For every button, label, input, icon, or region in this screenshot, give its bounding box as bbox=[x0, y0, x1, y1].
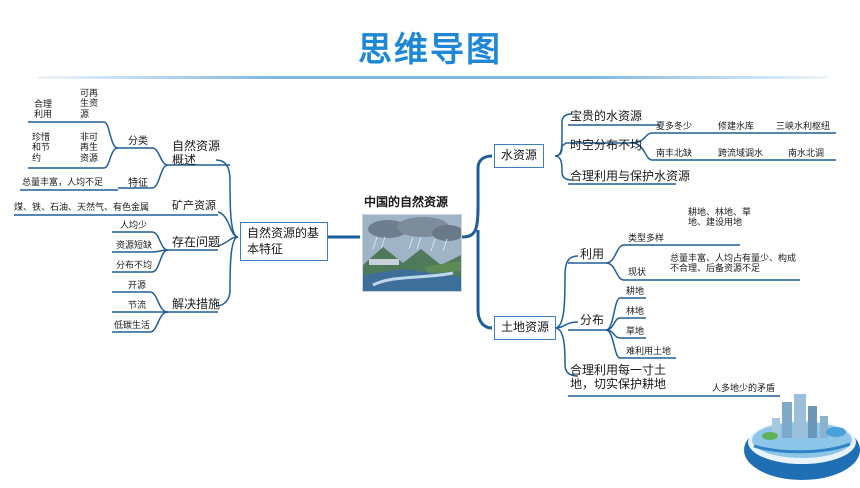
problems-label: 存在问题 bbox=[172, 235, 221, 249]
land-types-label: 类型多样 bbox=[628, 234, 665, 244]
reasonable-use-label: 合理利用 bbox=[34, 100, 53, 121]
solution-item: 节流 bbox=[128, 301, 147, 311]
water-row2-cause: 南丰北缺 bbox=[656, 149, 693, 159]
problem-item: 分布不均 bbox=[116, 261, 153, 271]
renewable-label: 可再生资源 bbox=[80, 89, 99, 120]
center-topic: 中国的自然资源 bbox=[364, 195, 449, 209]
water-resources-box: 水资源 bbox=[494, 144, 545, 168]
water-row2-project: 南水北调 bbox=[788, 149, 825, 159]
natural-resources-features-label: 自然资源的基本特征 bbox=[247, 226, 320, 256]
land-use-label: 利用 bbox=[580, 247, 605, 261]
cherish-label: 珍惜和节约 bbox=[32, 133, 51, 164]
land-resources-box: 土地资源 bbox=[494, 316, 557, 340]
natural-resources-features-box: 自然资源的基本特征 bbox=[240, 222, 328, 262]
problem-item: 资源短缺 bbox=[116, 241, 153, 251]
land-dist-item: 草地 bbox=[626, 327, 645, 337]
land-dist-item: 耕地 bbox=[626, 287, 645, 297]
water-resources-label: 水资源 bbox=[501, 148, 538, 162]
classification-label: 分类 bbox=[128, 136, 148, 147]
nonrenewable-label: 非可再生资源 bbox=[80, 133, 99, 164]
land-distribution-label: 分布 bbox=[580, 313, 605, 327]
land-protect-label: 合理利用每一寸土地，切实保护耕地 bbox=[570, 363, 667, 391]
land-status-text: 总量丰富、人均占有量少、构成不合理、后备资源不足 bbox=[670, 254, 797, 275]
water-protect-label: 合理利用与保护水资源 bbox=[570, 169, 691, 183]
feature-label: 特征 bbox=[128, 178, 148, 189]
globe-city-decoration bbox=[740, 390, 860, 484]
water-row1-project: 三峡水利枢纽 bbox=[776, 122, 831, 132]
solution-item: 开源 bbox=[128, 281, 147, 291]
mineral-text: 煤、铁、石油、天然气、有色金属 bbox=[14, 203, 150, 213]
land-types-text: 耕地、林地、草地、建设用地 bbox=[688, 208, 752, 229]
mineral-label: 矿产资源 bbox=[172, 199, 216, 212]
land-status-label: 现状 bbox=[628, 268, 647, 278]
water-distribution-label: 时空分布不均 bbox=[570, 138, 643, 152]
land-resources-label: 土地资源 bbox=[501, 320, 550, 334]
problem-item: 人均少 bbox=[120, 221, 148, 231]
land-dist-item: 难利用土地 bbox=[626, 347, 672, 357]
land-conflict-text: 人多地少的矛盾 bbox=[712, 384, 776, 394]
page-title: 思维导图 bbox=[358, 30, 502, 70]
overview-label: 自然资源概述 bbox=[172, 139, 221, 167]
water-row1-measure: 修建水库 bbox=[718, 122, 755, 132]
water-row2-measure: 跨流域调水 bbox=[718, 149, 764, 159]
water-row1-cause: 夏多冬少 bbox=[656, 122, 693, 132]
dam-landscape-image bbox=[362, 214, 462, 292]
solutions-label: 解决措施 bbox=[172, 297, 221, 311]
land-dist-item: 林地 bbox=[626, 307, 645, 317]
solution-item: 低碳生活 bbox=[114, 321, 151, 331]
feature-text: 总量丰富，人均不足 bbox=[22, 178, 104, 188]
title-divider bbox=[38, 76, 828, 79]
precious-water-label: 宝贵的水资源 bbox=[570, 109, 643, 123]
